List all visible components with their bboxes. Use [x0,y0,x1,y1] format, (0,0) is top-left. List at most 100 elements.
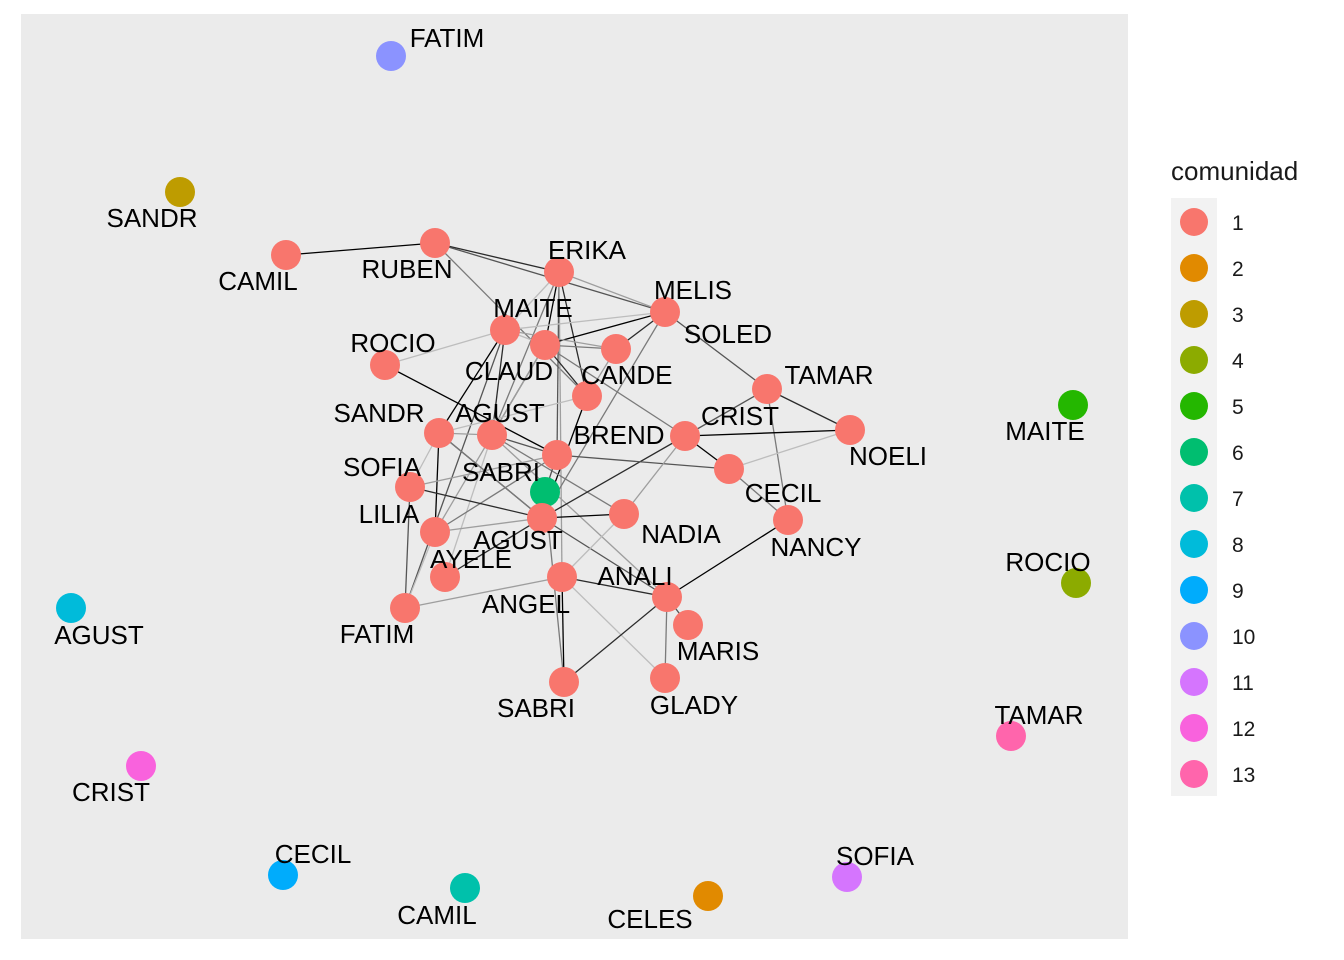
network-node [530,330,560,360]
network-node [420,517,450,547]
legend-key [1180,392,1208,420]
legend-label: 7 [1232,488,1244,511]
network-node [390,593,420,623]
legend-label: 5 [1232,396,1244,419]
node-label: ROCIO [350,328,435,358]
network-node [430,562,460,592]
network-edge [556,454,730,470]
node-label: AGUST [473,525,563,555]
network-node [650,663,680,693]
panel-background [21,14,1128,939]
network-node [490,315,520,345]
network-node [609,499,639,529]
node-label: TAMAR [994,700,1083,730]
node-label: AYELE [430,544,512,574]
legend-label: 4 [1232,350,1244,373]
legend-key [1180,622,1208,650]
network-node [542,440,572,470]
network-edge [404,576,563,609]
network-node [832,862,862,892]
network-edge [438,432,543,519]
network-node [652,582,682,612]
network-edge [684,429,851,437]
network-edge [561,576,668,598]
network-edge [409,454,558,488]
network-edge [684,388,768,437]
network-node [773,505,803,535]
network-edge [491,329,506,436]
legend-label: 1 [1232,212,1244,235]
network-node [572,381,602,411]
node-label: SANDR [106,203,197,233]
node-label: ANGEL [482,589,570,619]
network-node [1061,568,1091,598]
network-node [714,454,744,484]
node-label: MARIS [677,636,759,666]
network-edge [541,517,668,598]
legend-label: 12 [1232,718,1255,741]
network-node [530,477,560,507]
node-label: ROCIO [1005,547,1090,577]
network-node [835,415,865,445]
network-node [271,240,301,270]
node-label: CLAUD [465,356,553,386]
legend-label: 10 [1232,626,1255,649]
network-edge [444,517,543,578]
node-label: GLADY [650,690,738,720]
legend-label: 13 [1232,764,1255,787]
network-node [477,420,507,450]
network-edge [623,435,686,515]
node-label: SABRI [462,457,540,487]
node-label: FATIM [410,23,485,53]
node-label: CECIL [275,839,352,869]
network-edge [491,434,625,515]
node-label: NADIA [641,519,721,549]
network-edge [563,596,668,683]
network-node [268,860,298,890]
node-label: ERIKA [548,235,627,265]
node-label: SABRI [497,693,575,723]
node-label: CAMIL [218,266,297,296]
network-node [1058,390,1088,420]
network-edge [409,486,543,519]
network-edge [558,271,666,313]
legend-label: 11 [1232,672,1254,695]
network-edge [434,517,543,533]
legend-key [1180,760,1208,788]
node-label: SANDR [333,398,424,428]
network-edge [541,435,686,519]
network-edge [434,432,440,533]
network-node [376,41,406,71]
node-label: TAMAR [784,360,873,390]
legend-key [1180,530,1208,558]
network-edge [285,242,436,256]
legend-key [1180,484,1208,512]
node-label: MELIS [654,275,732,305]
network-node [673,610,703,640]
node-label: RUBEN [361,254,452,284]
network-edge [541,311,666,519]
node-label: LILIA [359,499,420,529]
node-label: CRIST [701,401,779,431]
network-edge [558,271,563,578]
node-label: NOELI [849,441,927,471]
network-node [126,751,156,781]
network-edge [544,311,666,346]
network-edge [664,311,768,390]
network-node [547,562,577,592]
network-edge [434,454,558,533]
node-label: FATIM [340,619,415,649]
network-node [601,334,631,364]
network-node [693,881,723,911]
network-edge [384,329,506,366]
legend-key [1180,576,1208,604]
network-node [544,257,574,287]
network-edge [434,242,560,273]
network-node [549,667,579,697]
network-node [370,350,400,380]
network-edge [544,344,686,437]
